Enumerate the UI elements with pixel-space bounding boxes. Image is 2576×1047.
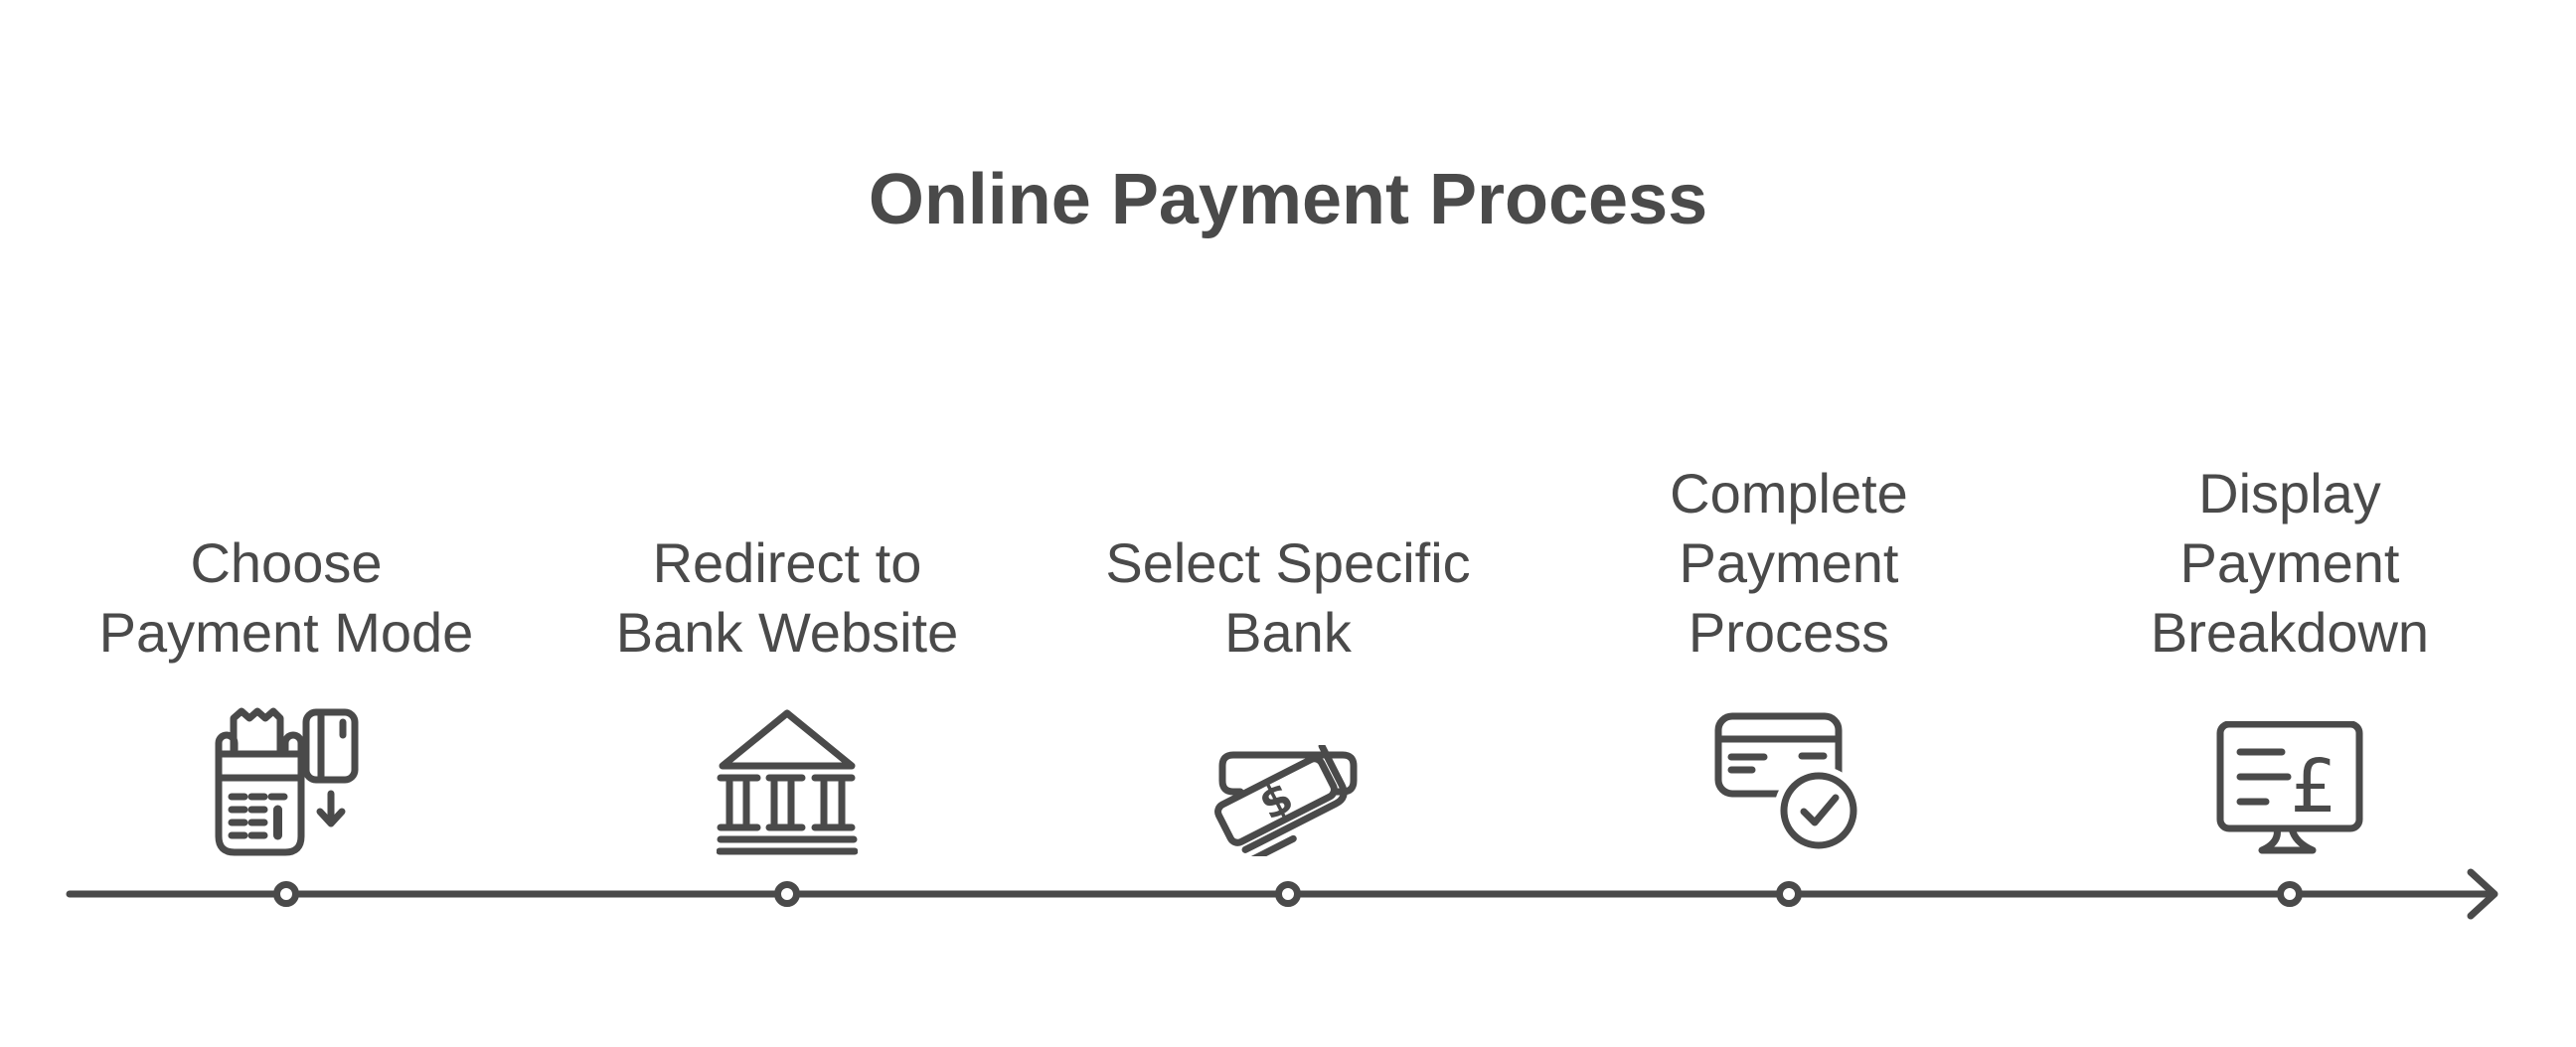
- step-label: Choose Payment Mode: [99, 528, 474, 668]
- step-label-line: Breakdown: [2150, 601, 2430, 664]
- timeline-node-1: [273, 881, 299, 907]
- step-display-payment-breakdown: Display Payment Breakdown £: [2061, 437, 2518, 856]
- step-label-line: Process: [1688, 601, 1890, 664]
- step-redirect-to-bank-website: Redirect to Bank Website: [559, 437, 1016, 856]
- step-choose-payment-mode: Choose Payment Mode: [58, 437, 515, 856]
- credit-card-check-icon: [1714, 712, 1863, 855]
- step-complete-payment-process: Complete Payment Process: [1560, 437, 2017, 856]
- step-icon-wrap: £: [2215, 668, 2364, 856]
- timeline-node-3: [1275, 881, 1301, 907]
- step-label-line: Bank Website: [615, 601, 959, 664]
- step-label-line: Payment Mode: [98, 601, 474, 664]
- step-label: Redirect to Bank Website: [616, 528, 958, 668]
- step-icon-wrap: $: [1210, 668, 1366, 856]
- step-label-line: Display: [2198, 462, 2381, 524]
- step-label-line: Select Specific: [1105, 531, 1471, 594]
- step-label-line: Bank: [1224, 601, 1352, 664]
- pound-symbol: £: [2290, 744, 2336, 829]
- payment-terminal-card-icon: [215, 707, 358, 856]
- bank-building-icon: [717, 709, 858, 855]
- step-label: Complete Payment Process: [1670, 459, 1908, 668]
- step-icon-wrap: [214, 668, 360, 856]
- step-icon-wrap: [717, 668, 858, 856]
- timeline-node-4: [1776, 881, 1802, 907]
- timeline-node-2: [774, 881, 800, 907]
- process-timeline: [66, 868, 2498, 920]
- step-select-specific-bank: Select Specific Bank $: [1059, 437, 1517, 856]
- step-label-line: Redirect to: [652, 531, 922, 594]
- step-label-line: Complete: [1670, 462, 1908, 524]
- timeline-node-5: [2277, 881, 2303, 907]
- step-label-line: Choose: [190, 531, 383, 594]
- step-label-line: Payment: [2179, 531, 2400, 594]
- step-label: Display Payment Breakdown: [2151, 459, 2429, 668]
- step-icon-wrap: [1714, 668, 1863, 856]
- monitor-pound-icon: £: [2216, 721, 2363, 854]
- step-label-line: Payment: [1679, 531, 1899, 594]
- page-title: Online Payment Process: [868, 160, 1708, 239]
- banknote-slot-icon: $: [1214, 745, 1358, 856]
- step-label: Select Specific Bank: [1105, 528, 1470, 668]
- timeline-arrowhead-icon: [2467, 868, 2498, 920]
